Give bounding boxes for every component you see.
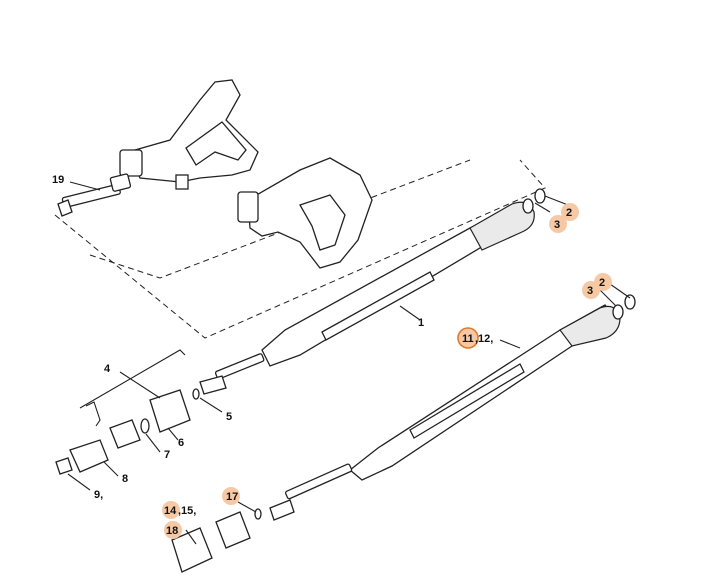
highlight-3-lower [582, 281, 600, 299]
callout-14: 14 [164, 505, 177, 517]
callout-15: ,15, [178, 505, 196, 517]
callout-7: 7 [164, 449, 170, 461]
leader-lines [67, 181, 631, 545]
callout-1: 1 [418, 317, 424, 329]
highlight-18 [164, 521, 182, 539]
highlight-17 [222, 487, 240, 505]
trigger-gun-upper [119, 79, 259, 190]
callout-11: 11 [462, 333, 474, 345]
lance-1 [199, 201, 535, 395]
highlight-11 [457, 327, 479, 349]
callout-19: 19 [52, 174, 64, 186]
callout-2-upper: 2 [566, 207, 572, 219]
nozzle-group-upper [55, 349, 200, 475]
callout-4: 4 [104, 363, 111, 375]
nozzle-group-lower [171, 508, 262, 573]
callout-2-lower: 2 [599, 277, 605, 289]
callout-18: 18 [166, 525, 178, 537]
oring-lower-1 [612, 304, 624, 320]
trigger-gun-lower [237, 157, 373, 269]
highlight-14 [162, 501, 180, 519]
callout-3-lower: 3 [587, 285, 593, 297]
highlight-3-upper [549, 215, 567, 233]
callout-9: 9, [94, 489, 103, 501]
callout-17: 17 [226, 491, 238, 503]
oring-lower-2 [624, 294, 636, 310]
callout-3-upper: 3 [554, 219, 560, 231]
dashed-group-outline [54, 159, 546, 339]
part-19-extension [57, 173, 132, 217]
highlight-2-upper [561, 203, 579, 221]
oring-upper-2 [534, 188, 546, 204]
oring-upper-1 [522, 198, 534, 214]
callout-6: 6 [178, 437, 184, 449]
callout-12: ,12, [475, 333, 493, 345]
callout-5: 5 [226, 411, 232, 423]
callout-8: 8 [122, 473, 128, 485]
